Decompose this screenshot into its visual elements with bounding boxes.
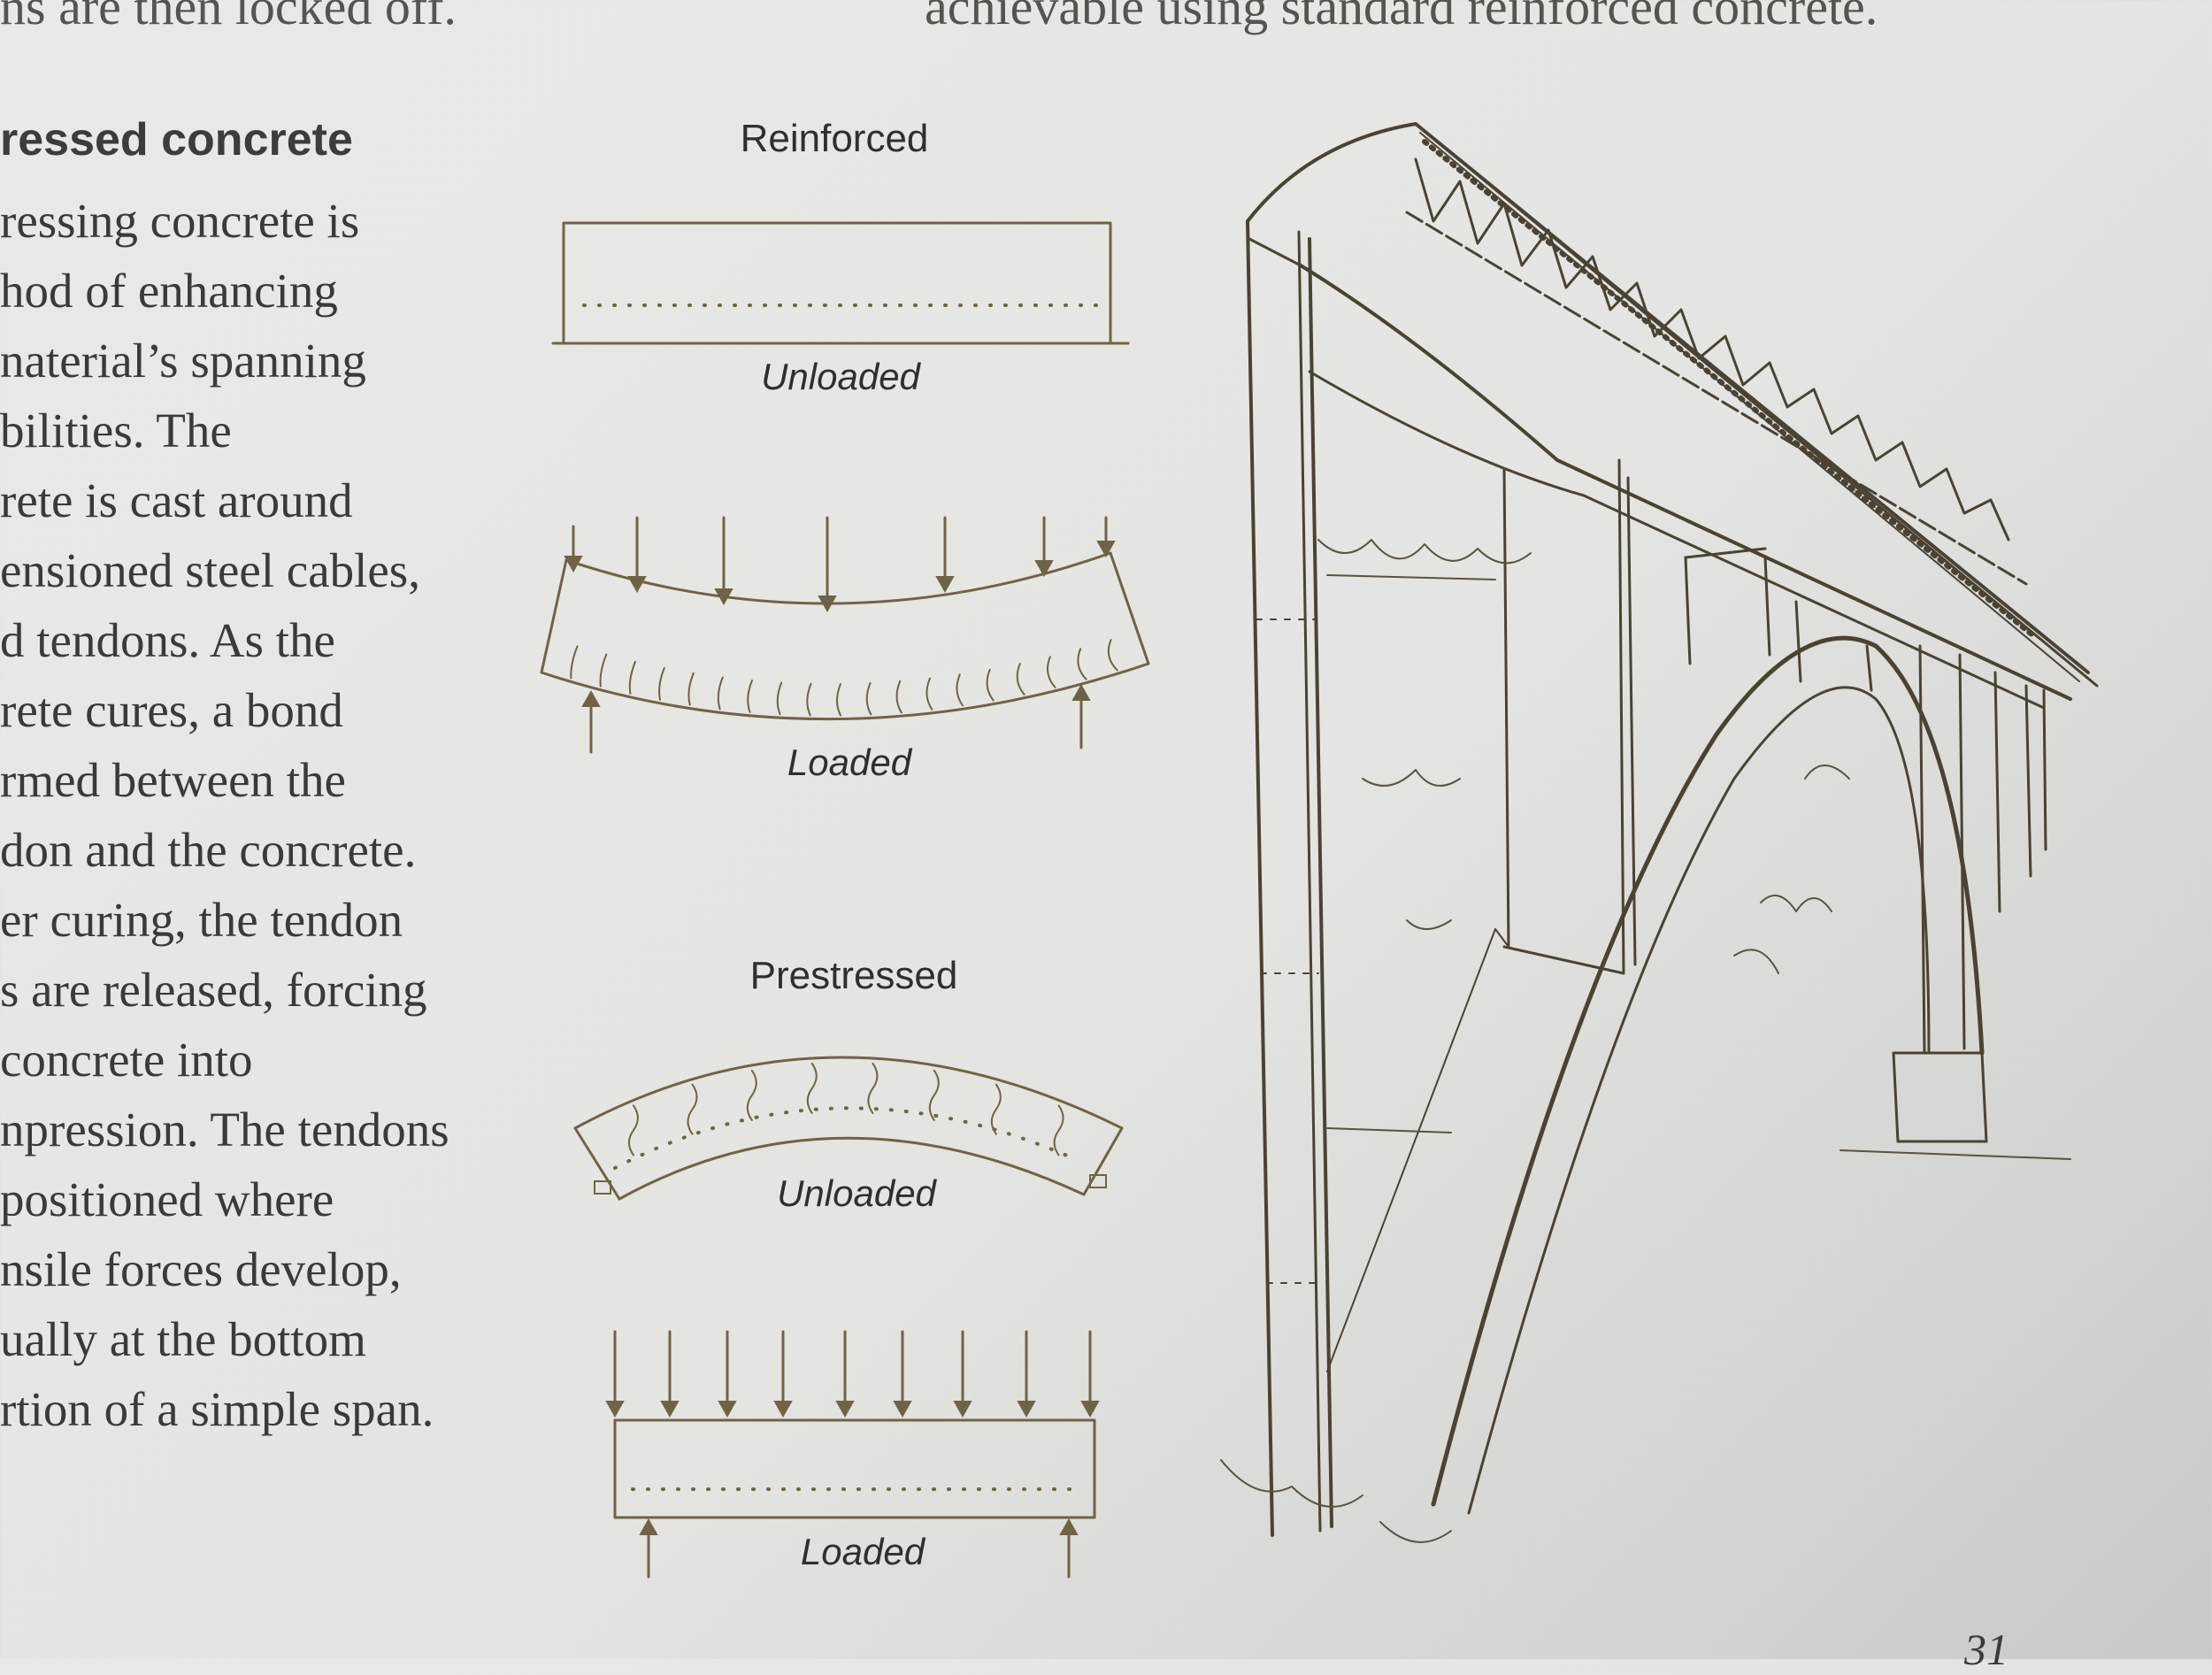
body-line: hod of enhancing	[0, 264, 338, 318]
tension-crack	[895, 680, 902, 714]
tension-crack	[658, 666, 665, 701]
load-arrow-head	[564, 556, 583, 573]
reaction-arrow-head	[581, 689, 601, 707]
bearing-pad	[594, 1180, 611, 1195]
bridge-columns	[1502, 458, 2047, 1055]
prestressed-unloaded-beam-end	[573, 1126, 621, 1201]
prestressed-title: Prestressed	[749, 954, 958, 997]
body-line: rete is cast around	[0, 473, 353, 527]
tension-crack	[926, 677, 933, 711]
reaction-arrow-head	[1059, 1517, 1079, 1535]
prestressed-loaded-caption: Loaded	[800, 1531, 926, 1572]
tension-crack	[986, 668, 995, 702]
bridge-illustration	[1220, 122, 2099, 1543]
load-arrow-head	[818, 595, 837, 613]
tension-crack	[628, 660, 636, 695]
load-arrow-head	[627, 576, 647, 594]
compression-crack	[990, 1083, 1002, 1135]
body-line: rmed between the	[0, 753, 346, 807]
reaction-arrow-head	[1071, 683, 1091, 701]
load-arrow-head	[935, 576, 955, 594]
body-line: don and the concrete.	[0, 823, 417, 877]
tension-crack	[865, 682, 872, 716]
tension-crack	[1077, 648, 1087, 680]
compression-crack	[867, 1062, 879, 1114]
reinforced-loaded-beam-top	[565, 551, 1112, 605]
load-arrow-head	[1034, 560, 1054, 578]
load-arrow-head	[605, 1401, 625, 1418]
reinforced-unloaded-caption: Unloaded	[761, 356, 920, 397]
load-arrow-head	[714, 588, 733, 606]
body-line: naterial’s spanning	[0, 334, 366, 388]
body-line: npression. The tendons	[0, 1103, 449, 1156]
compression-crack	[1053, 1104, 1064, 1156]
compression-crack	[687, 1083, 698, 1135]
load-arrow-head	[835, 1401, 855, 1418]
tension-crack	[570, 645, 579, 680]
load-arrow-head	[1080, 1401, 1100, 1418]
load-arrow-head	[1017, 1401, 1036, 1418]
tension-crack	[747, 680, 753, 713]
tension-crack	[1046, 656, 1056, 688]
body-line: er curing, the tendon	[0, 893, 403, 947]
beam-diagrams	[540, 221, 1150, 1579]
load-arrow-head	[773, 1401, 793, 1418]
reinforced-unloaded-beam	[562, 221, 1112, 345]
load-arrow-head	[953, 1401, 972, 1418]
body-paragraph: ressing concrete is hod of enhancing nat…	[0, 186, 531, 1444]
top-fragment-right: achievable using standard reinforced con…	[925, 0, 1878, 35]
prestressing-tendon	[613, 1106, 1077, 1170]
reaction-arrow-head	[639, 1517, 658, 1535]
tension-crack	[717, 676, 724, 711]
load-arrow-head	[1096, 541, 1116, 558]
background-vegetation	[1220, 539, 2071, 1543]
tension-crack	[1107, 639, 1118, 672]
reinforced-loaded-beam-end	[1109, 551, 1150, 665]
reinforced-loaded-caption: Loaded	[787, 741, 912, 783]
compression-crack	[928, 1069, 940, 1121]
prestressed-unloaded-beam-top	[573, 1056, 1124, 1130]
prestressed-loaded-beam	[613, 1418, 1096, 1519]
reinforced-title: Reinforced	[740, 117, 929, 160]
body-line: nsile forces develop,	[0, 1242, 402, 1296]
body-line: concrete into	[0, 1033, 253, 1087]
load-arrow-head	[893, 1401, 912, 1418]
body-line: positioned where	[0, 1172, 334, 1226]
reinforced-loaded-beam-bottom	[540, 662, 1150, 721]
body-line: s are released, forcing	[0, 963, 427, 1017]
tension-crack	[956, 673, 964, 707]
body-line: ually at the bottom	[0, 1312, 366, 1366]
tension-crack	[1016, 663, 1025, 695]
top-fragment-left: ns are then locked off.	[0, 0, 457, 35]
tension-crack	[776, 681, 783, 716]
section-heading: ressed concrete	[0, 114, 353, 165]
prestressed-unloaded-caption: Unloaded	[777, 1172, 936, 1214]
body-line: ensioned steel cables,	[0, 543, 420, 597]
load-arrow-head	[660, 1401, 680, 1418]
body-line: d tendons. As the	[0, 613, 335, 667]
tension-crack	[599, 653, 608, 688]
bridge-arch	[1326, 635, 1988, 1515]
compression-crack	[806, 1062, 818, 1114]
tension-crack	[806, 682, 812, 717]
tension-crack	[836, 683, 841, 717]
prestressed-unloaded-beam-bottom	[618, 1136, 1086, 1201]
tension-crack	[687, 672, 695, 706]
left-pier	[1246, 219, 1333, 1537]
bearing-pad	[1089, 1174, 1107, 1188]
reinforced-loaded-beam-end	[540, 558, 568, 674]
bridge-deck	[1246, 122, 2099, 710]
load-arrow-head	[718, 1401, 737, 1418]
body-line: bilities. The	[0, 403, 232, 457]
body-line: ressing concrete is	[0, 194, 360, 248]
body-line: rete cures, a bond	[0, 683, 343, 737]
body-line: rtion of a simple span.	[0, 1382, 434, 1436]
compression-crack	[627, 1104, 639, 1156]
compression-crack	[746, 1069, 757, 1121]
page-number: 31	[1964, 1625, 2008, 1674]
